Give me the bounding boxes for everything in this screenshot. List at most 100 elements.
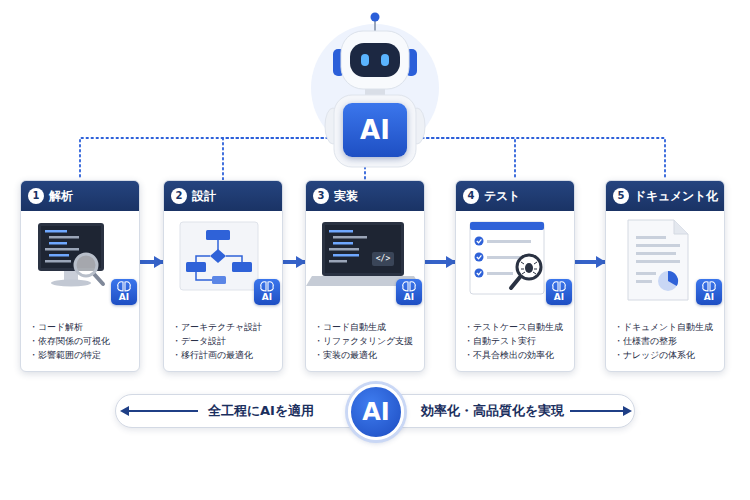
code-line [329, 260, 347, 263]
ai-text: AI [254, 292, 280, 303]
laptop-illustration [306, 222, 420, 286]
document-line [636, 244, 680, 247]
code-line [45, 248, 79, 251]
ai-badge: AI [696, 279, 722, 305]
ai-text: AI [696, 292, 722, 303]
list-line [487, 240, 531, 243]
laptop-frame [322, 222, 404, 276]
step-bullet: ・リファクタリング支援 [314, 335, 413, 348]
monitor-illustration [38, 223, 104, 287]
step-number-text: 2 [176, 190, 183, 202]
code-line [49, 236, 79, 239]
flowchart-illustration [180, 222, 258, 290]
document-line [636, 236, 666, 239]
code-line [45, 230, 67, 233]
ai-badge: AI [546, 279, 572, 305]
flow-line [217, 240, 219, 250]
check-mark [477, 239, 482, 242]
flow-arrow [575, 260, 605, 264]
step-number: 2 [171, 188, 187, 204]
robot-eye [381, 54, 389, 66]
monitor-screen [41, 226, 101, 268]
robot-antenna [374, 21, 376, 34]
brain-icon [261, 282, 274, 291]
check-circle [475, 269, 484, 278]
flow-box [212, 276, 226, 284]
flow-line [196, 256, 210, 262]
code-line [333, 254, 359, 257]
robot-ear [333, 49, 345, 76]
step-number: 1 [28, 188, 44, 204]
step-bullet: ・ナレッジの体系化 [614, 349, 695, 362]
step-bullet: ・コード自動生成 [314, 321, 386, 334]
process-card: 実装・コード自動生成・リファクタリング支援・実装の最適化3AI [305, 180, 425, 372]
step-bullet: ・依存関係の可視化 [29, 335, 110, 348]
window-bar [470, 222, 544, 230]
step-bullet: ・実装の最適化 [314, 349, 377, 362]
list-line [487, 256, 523, 259]
robot-arm [409, 108, 425, 144]
ai-circle: AI [348, 384, 404, 440]
step-bullet: ・自動テスト実行 [464, 335, 536, 348]
brain-icon [553, 282, 566, 291]
check-mark [477, 271, 482, 274]
brain-outline [118, 282, 131, 291]
step-title: テスト [484, 181, 520, 211]
code-line [333, 242, 353, 245]
step-title: 実装 [334, 181, 358, 211]
ai-text: AI [111, 292, 137, 303]
magnifier-handle [94, 274, 103, 284]
ai-panel: AI [343, 103, 407, 157]
flow-arrow [140, 260, 163, 264]
flow-box [186, 262, 206, 272]
robot-visor [350, 43, 400, 77]
step-title: 解析 [49, 181, 73, 211]
checklist-illustration [470, 222, 544, 294]
step-bullet: ・不具合検出の効率化 [464, 349, 554, 362]
step-bullet: ・影響範囲の特定 [29, 349, 101, 362]
checklist-window [470, 222, 544, 294]
step-number: 3 [313, 188, 329, 204]
code-symbol: </> [372, 252, 394, 266]
robot-arm [325, 108, 341, 144]
dotted-connector [223, 138, 343, 180]
process-card: 設計・アーキテクチャ設計・データ設計・移行計画の最適化2AI [163, 180, 283, 372]
brain-outline [403, 282, 416, 291]
document-fold [674, 220, 688, 234]
flow-box [232, 262, 252, 272]
step-number: 5 [613, 188, 629, 204]
brain-outline [553, 282, 566, 291]
dotted-connector [80, 138, 343, 180]
flow-arrow [425, 260, 455, 264]
ai-badge: AI [254, 279, 280, 305]
laptop-base [306, 276, 420, 286]
process-card: 解析・コード解析・依存関係の可視化・影響範囲の特定 1AI [20, 180, 140, 372]
summary-bar: 全工程にAIを適用効率化・高品質化を実現AI [115, 394, 635, 428]
step-bullet: ・コード解析 [29, 321, 83, 334]
laptop-screen [325, 225, 401, 273]
ai-badge: AI [111, 279, 137, 305]
dotted-connector [407, 138, 665, 180]
arrow-shaft [128, 410, 198, 412]
paper-sheet [180, 222, 258, 290]
ai-text: AI [360, 115, 390, 145]
robot-ear [405, 49, 417, 76]
step-bullet: ・アーキテクチャ設計 [172, 321, 262, 334]
flow-diamond [210, 249, 226, 263]
step-bullet: ・仕様書の整形 [614, 335, 677, 348]
document-line [636, 280, 652, 283]
check-circle [475, 237, 484, 246]
pie-slice [668, 271, 678, 286]
magnifier-handle [511, 277, 520, 288]
summary-text: 全工程にAIを適用 [208, 395, 314, 427]
code-line [329, 230, 353, 233]
summary-text: 効率化・高品質化を実現 [421, 395, 564, 427]
arrow-shaft [570, 410, 624, 412]
step-number: 4 [463, 188, 479, 204]
list-line [487, 272, 513, 275]
robot-antenna-ball [371, 13, 380, 22]
